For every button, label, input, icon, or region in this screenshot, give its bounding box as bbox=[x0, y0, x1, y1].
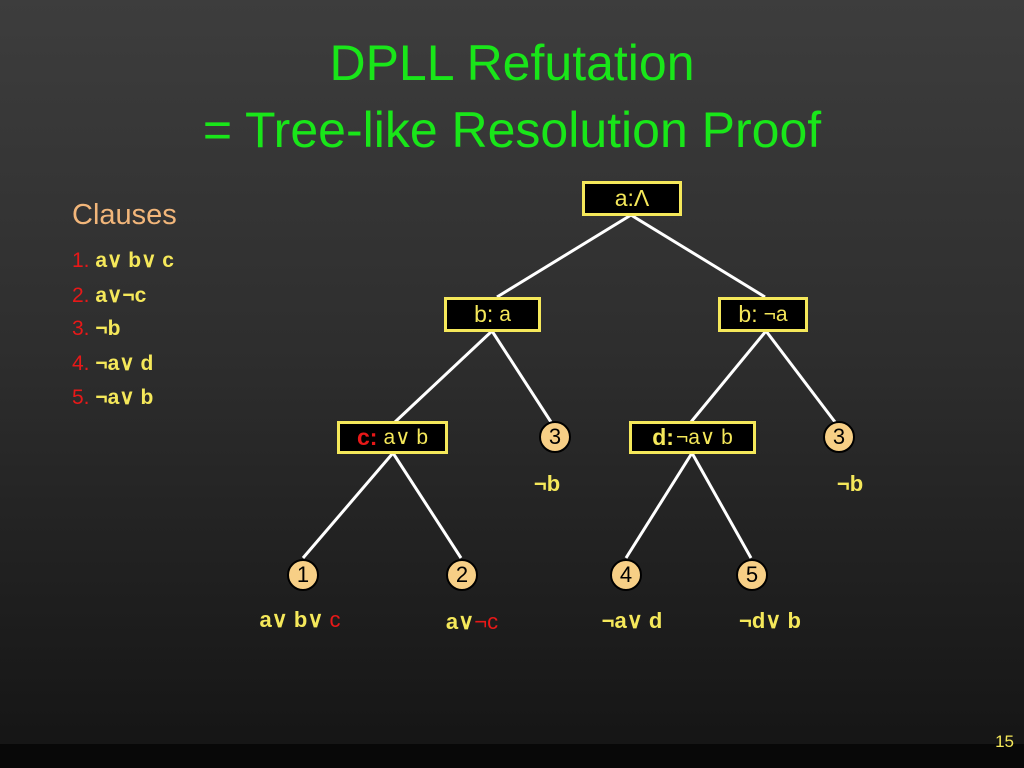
leaf-clause-4: 4 bbox=[610, 559, 642, 591]
node-variable: c: bbox=[356, 424, 378, 450]
node-variable: a: bbox=[614, 185, 634, 211]
node-variable: b: bbox=[738, 301, 758, 327]
edge bbox=[690, 452, 753, 559]
clause-text: a∨ b∨ c bbox=[95, 249, 174, 272]
footer-bar bbox=[0, 744, 1024, 768]
clause-number: 3. bbox=[72, 317, 90, 340]
leaf-label: a∨ b∨ c bbox=[259, 607, 341, 632]
clause-item: 4. ¬a∨ d bbox=[72, 351, 153, 376]
slide-title-line-1: DPLL Refutation bbox=[329, 35, 695, 91]
clause-item: 3. ¬b bbox=[72, 317, 120, 341]
clause-item: 5. ¬a∨ b bbox=[72, 385, 153, 410]
edge bbox=[764, 330, 837, 423]
edge bbox=[630, 213, 766, 299]
clause-text: a∨¬c bbox=[95, 284, 147, 307]
clause-text: ¬b bbox=[95, 317, 121, 340]
clause-number: 1. bbox=[72, 249, 90, 272]
edge bbox=[393, 329, 494, 424]
tree-node-root: a:Λ bbox=[582, 181, 682, 216]
leaf-label: ¬b bbox=[836, 471, 864, 496]
tree-node-left-left: c:a∨ b bbox=[337, 421, 448, 454]
edge bbox=[496, 213, 632, 299]
clause-text: ¬a∨ d bbox=[95, 352, 154, 375]
leaf-clause-3: 3 bbox=[823, 421, 855, 453]
tree-node-left: b:a bbox=[444, 297, 541, 332]
node-clause: a bbox=[499, 302, 511, 326]
slide-title-line-2: = Tree-like Resolution Proof bbox=[202, 102, 822, 158]
tree-node-right: b:¬a bbox=[718, 297, 808, 332]
edge bbox=[490, 330, 553, 423]
node-clause: ¬a bbox=[763, 302, 788, 326]
node-variable: b: bbox=[474, 301, 494, 327]
leaf-label: ¬a∨ d bbox=[601, 608, 663, 633]
clause-item: 2. a∨¬c bbox=[72, 283, 146, 308]
leaf-label: ¬b bbox=[533, 471, 561, 496]
clause-item: 1. a∨ b∨ c bbox=[72, 248, 174, 273]
leaf-clause-3: 3 bbox=[539, 421, 571, 453]
edge bbox=[391, 452, 463, 559]
node-clause: Λ bbox=[633, 185, 650, 211]
page-number: 15 bbox=[995, 732, 1014, 751]
edge bbox=[689, 330, 768, 423]
clause-number: 5. bbox=[72, 386, 90, 409]
clauses-heading: Clauses bbox=[72, 199, 177, 231]
leaf-label: ¬d∨ b bbox=[739, 608, 801, 633]
edge bbox=[301, 452, 395, 559]
edge bbox=[624, 452, 694, 559]
tree-node-right-left: d:¬a∨ b bbox=[629, 421, 756, 454]
leaf-clause-5: 5 bbox=[736, 559, 768, 591]
clause-number: 2. bbox=[72, 284, 90, 307]
clause-text: ¬a∨ b bbox=[95, 386, 154, 409]
clause-number: 4. bbox=[72, 352, 90, 375]
leaf-label: a∨¬c bbox=[445, 609, 499, 634]
node-clause: a∨ b bbox=[383, 426, 429, 449]
leaf-clause-2: 2 bbox=[446, 559, 478, 591]
node-clause: ¬a∨ b bbox=[675, 426, 733, 449]
leaf-clause-1: 1 bbox=[287, 559, 319, 591]
node-variable: d: bbox=[652, 424, 674, 450]
